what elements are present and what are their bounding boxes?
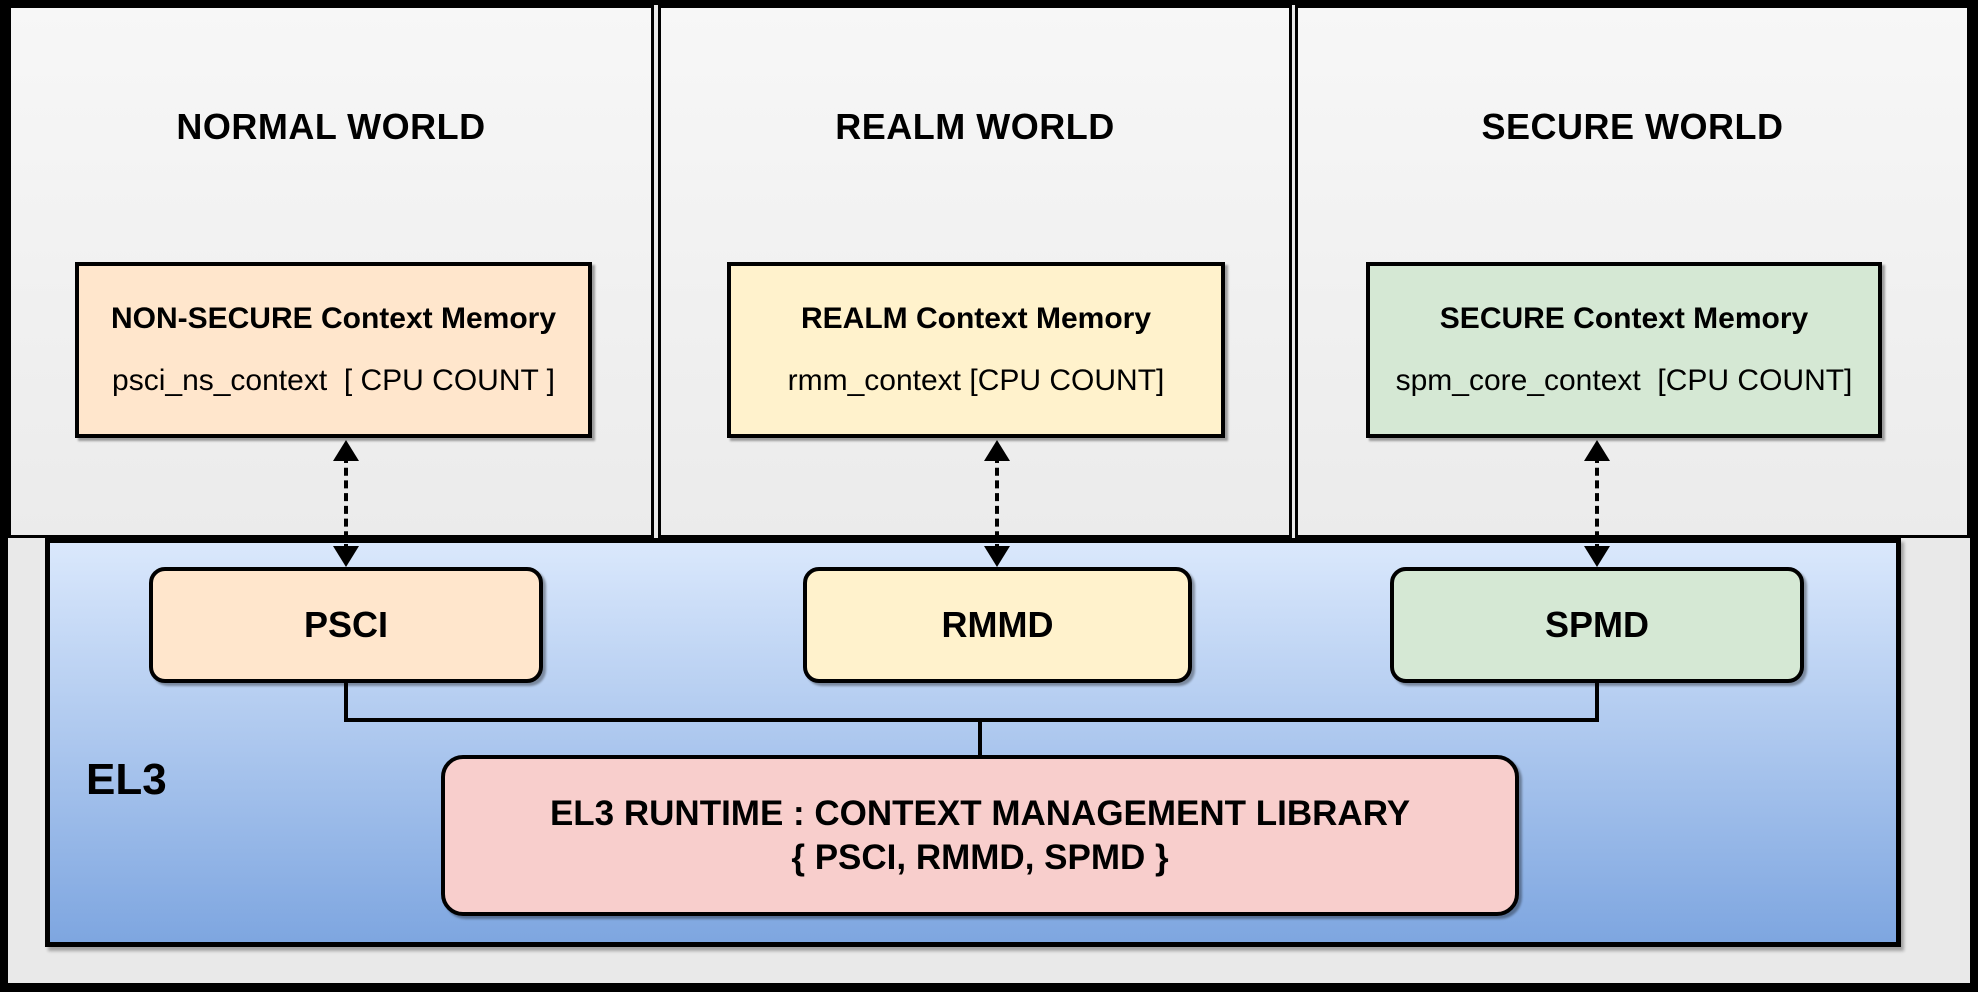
connector-spmd-drop <box>1595 682 1599 722</box>
memory-title-secure: SECURE Context Memory <box>1439 302 1809 335</box>
dashed-line <box>1595 455 1599 552</box>
memory-value-realm: rmm_context [CPU COUNT] <box>787 364 1165 397</box>
bidirectional-arrow-normal <box>333 440 359 567</box>
connector-rail <box>344 718 1599 722</box>
el3-label: EL3 <box>86 755 167 804</box>
arrowhead-up-icon <box>984 440 1010 461</box>
memory-value-nonsecure: psci_ns_context [ CPU COUNT ] <box>112 364 555 397</box>
dashed-line <box>344 455 348 552</box>
runtime-library-title: EL3 RUNTIME : CONTEXT MANAGEMENT LIBRARY <box>549 794 1411 833</box>
memory-value-secure: spm_core_context [CPU COUNT] <box>1395 364 1853 397</box>
arrowhead-up-icon <box>1584 440 1610 461</box>
memory-box-realm: REALM Context Memory rmm_context [CPU CO… <box>727 262 1225 438</box>
memory-title-nonsecure: NON-SECURE Context Memory <box>110 302 557 335</box>
memory-box-secure: SECURE Context Memory spm_core_context [… <box>1366 262 1882 438</box>
arrowhead-down-icon <box>1584 546 1610 567</box>
memory-box-nonsecure: NON-SECURE Context Memory psci_ns_contex… <box>75 262 592 438</box>
arrowhead-down-icon <box>984 546 1010 567</box>
bidirectional-arrow-realm <box>984 440 1010 567</box>
runtime-library-box: EL3 RUNTIME : CONTEXT MANAGEMENT LIBRARY… <box>441 755 1519 916</box>
component-spmd: SPMD <box>1390 567 1804 683</box>
component-psci: PSCI <box>149 567 543 683</box>
world-title-realm: REALM WORLD <box>835 106 1115 147</box>
runtime-library-subtitle: { PSCI, RMMD, SPMD } <box>791 838 1169 877</box>
world-title-normal: NORMAL WORLD <box>176 106 486 147</box>
arrowhead-up-icon <box>333 440 359 461</box>
dashed-line <box>995 455 999 552</box>
arrowhead-down-icon <box>333 546 359 567</box>
world-title-secure: SECURE WORLD <box>1481 106 1784 147</box>
component-rmmd: RMMD <box>803 567 1192 683</box>
bidirectional-arrow-secure <box>1584 440 1610 567</box>
connector-psci-drop <box>344 682 348 722</box>
memory-title-realm: REALM Context Memory <box>800 302 1152 335</box>
connector-runtime-drop <box>978 722 982 757</box>
